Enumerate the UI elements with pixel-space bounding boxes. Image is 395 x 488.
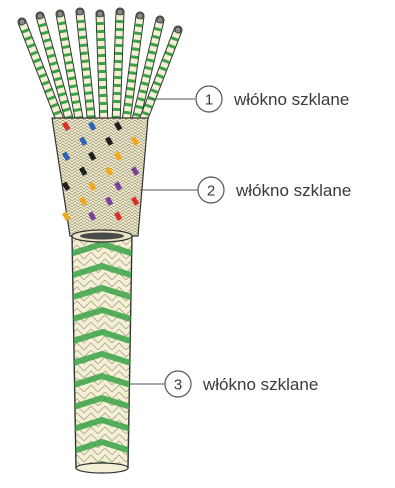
callout-3-number: 3	[174, 377, 182, 394]
conductor-tip	[77, 9, 83, 15]
conductor-tip	[57, 11, 63, 17]
conductor-tip	[175, 27, 181, 33]
conductor-tip	[137, 13, 143, 19]
conductor-tip	[37, 13, 43, 19]
callout-1-number: 1	[205, 92, 213, 109]
callout-2-number: 2	[207, 183, 215, 200]
conductor-tip	[97, 11, 103, 17]
inner-braid-layer	[52, 118, 148, 236]
callout-2-label: włókno szklane	[235, 181, 351, 200]
conductor-tip	[157, 17, 163, 23]
wire-bundle-1	[19, 9, 181, 126]
conductor-tip	[117, 9, 123, 15]
callout-2: 2 włókno szklane	[140, 177, 351, 203]
conductor-tip	[19, 19, 25, 25]
callout-1-label: włókno szklane	[233, 90, 349, 109]
outer-braid-jacket	[70, 230, 134, 474]
callout-3: 3 włókno szklane	[129, 371, 318, 397]
callout-3-label: włókno szklane	[202, 375, 318, 394]
callout-1: 1 włókno szklane	[148, 86, 349, 112]
